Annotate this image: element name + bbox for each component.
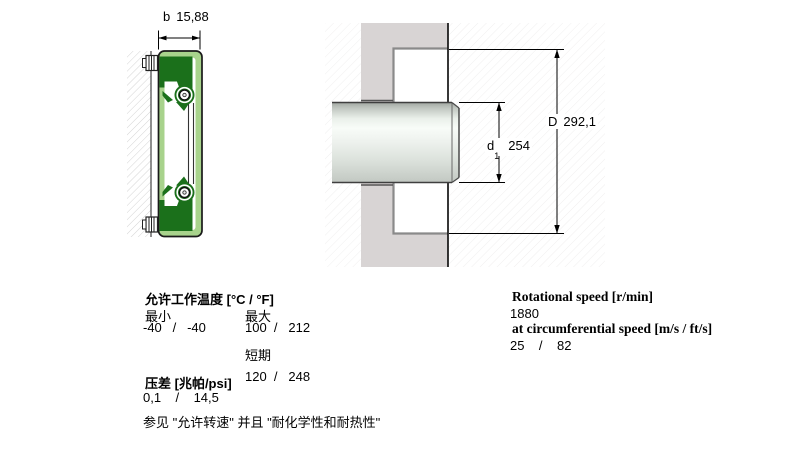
pressure-title: 压差 [兆帕/psi]: [145, 376, 232, 391]
arrow-up-icon: [496, 102, 502, 111]
rotational-speed-title: Rotational speed [r/min]: [512, 289, 653, 304]
installation-drawing: [325, 23, 605, 267]
outer-dim-value: 292,1: [563, 114, 596, 129]
temperature-max-label: 最大: [245, 309, 272, 324]
shaft-hatch-area: [127, 51, 151, 237]
width-dim-value: 15,88: [176, 9, 209, 24]
seal-lip-top: [159, 56, 195, 111]
shaft: [332, 102, 459, 183]
temperature-title: 允许工作温度 [°C / °F]: [145, 292, 274, 307]
see-also-note: 参见 "允许转速" 并且 "耐化学性和耐热性": [143, 415, 381, 430]
temperature-max-values: 100 / 212: [245, 320, 311, 335]
width-dim-label: b 15,88: [163, 9, 209, 24]
seal-seat-top: [393, 47, 448, 103]
temperature-min-values: -40 / -40: [143, 320, 206, 335]
temperature-short-term-label: 短期: [245, 348, 272, 363]
width-dimension-lines: [158, 30, 201, 50]
garter-spring: [176, 86, 193, 104]
temperature-short-term-values: 120 / 248: [245, 369, 311, 384]
outer-dim-label: D 292,1: [546, 114, 598, 129]
pressure-values: 0,1 / 14,5: [143, 390, 219, 405]
rotational-speed-value: 1880: [510, 306, 539, 321]
outer-dimension-lines: [449, 49, 564, 234]
shaft-dim-value: 254: [508, 138, 530, 153]
seal-cross-section-drawing: [127, 30, 203, 238]
shaft-dim-letter: d: [487, 138, 495, 153]
arrow-down-icon: [554, 225, 560, 234]
arrow-down-icon: [496, 174, 502, 183]
width-dim-letter: b: [163, 9, 171, 24]
circumferential-speed-value: 25 / 82: [510, 338, 572, 353]
temperature-min-label: 最小: [145, 309, 172, 324]
shaft-dim-label: d1 254: [485, 138, 532, 160]
clamp-screw-top-icon: [142, 54, 159, 72]
arrow-right-icon: [192, 35, 200, 41]
shaft-dim-subscript: 1: [494, 150, 500, 161]
arrow-up-icon: [554, 49, 560, 58]
arrow-left-icon: [158, 35, 167, 41]
circumferential-speed-title: at circumferential speed [m/s / ft/s]: [512, 321, 713, 336]
seal-seat-bottom: [393, 183, 448, 235]
outer-dim-letter: D: [548, 114, 558, 129]
